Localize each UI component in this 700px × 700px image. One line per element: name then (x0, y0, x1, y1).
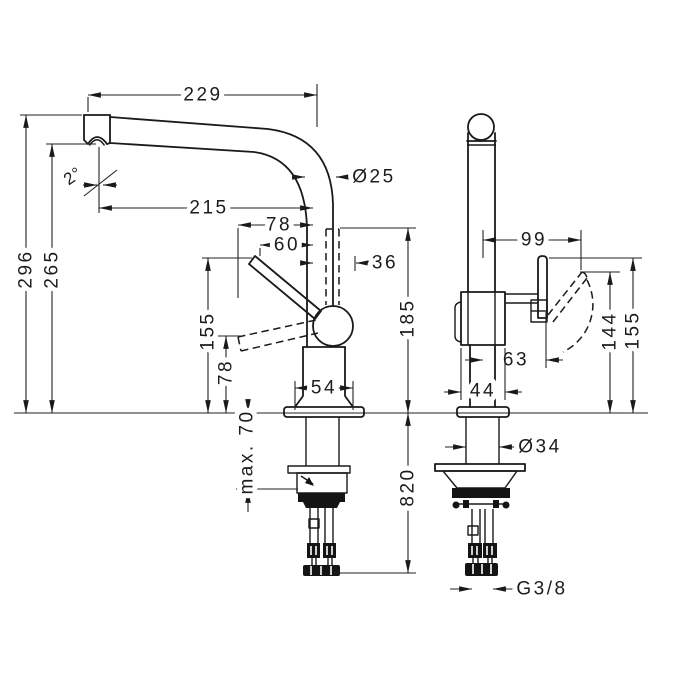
dim-hose-connection: G3/8 (516, 579, 567, 600)
dim-handle-lowered-height: 78 (216, 359, 237, 385)
handle-raised-dashed (325, 228, 340, 305)
front-dimensions: 229 2° Ø25 215 78 60 36 (11, 80, 424, 574)
dim-handle-raised-offset: 36 (372, 253, 398, 274)
dim-spout-reach-total: 229 (183, 85, 222, 106)
dim-spout-angle: 2° (60, 163, 86, 189)
dim-spout-underside-height: 185 (398, 298, 419, 337)
mixer-body (454, 291, 538, 346)
side-view: 99 144 155 63 44 Ø34 (434, 113, 649, 605)
dim-spout-tube-diameter: Ø25 (352, 167, 395, 188)
dim-handle-tip-offset: 78 (266, 215, 292, 236)
lower-column (456, 344, 510, 418)
dim-shank-diameter: Ø34 (518, 437, 561, 458)
handle-lever (248, 255, 322, 320)
dim-handle-reach: 99 (521, 230, 547, 251)
mounting-hardware (287, 417, 351, 576)
handle-lowered-dashed (237, 319, 319, 352)
dim-base-diameter: 54 (311, 378, 337, 399)
dim-spout-reach-aerator: 215 (189, 198, 228, 219)
dim-handle-axis-offset: 63 (503, 350, 529, 371)
handle-side (530, 255, 548, 323)
dim-mounting-thickness: max. 70 (237, 409, 258, 494)
side-dimensions: 99 144 155 63 44 Ø34 (444, 225, 649, 605)
dim-hose-length: 820 (398, 467, 419, 506)
body-sleeve (283, 346, 365, 418)
dim-handle-tip-height: 155 (198, 311, 219, 350)
dim-handle-closed-height: 155 (623, 310, 644, 349)
dim-handle-grip-offset: 60 (274, 235, 300, 256)
dim-height-spout-outlet: 265 (42, 249, 63, 288)
spout-tube (109, 116, 334, 348)
dim-body-width: 44 (470, 381, 496, 402)
dim-height-total: 296 (16, 249, 37, 288)
column (466, 132, 497, 293)
front-view: 229 2° Ø25 215 78 60 36 (11, 80, 424, 576)
handle-open-dashed (547, 271, 594, 353)
dim-handle-open-height: 144 (600, 311, 621, 350)
ball-joint (312, 305, 354, 347)
spout-outlet (83, 114, 111, 146)
mounting-hardware-side (434, 417, 526, 576)
spout-cap (467, 113, 495, 141)
